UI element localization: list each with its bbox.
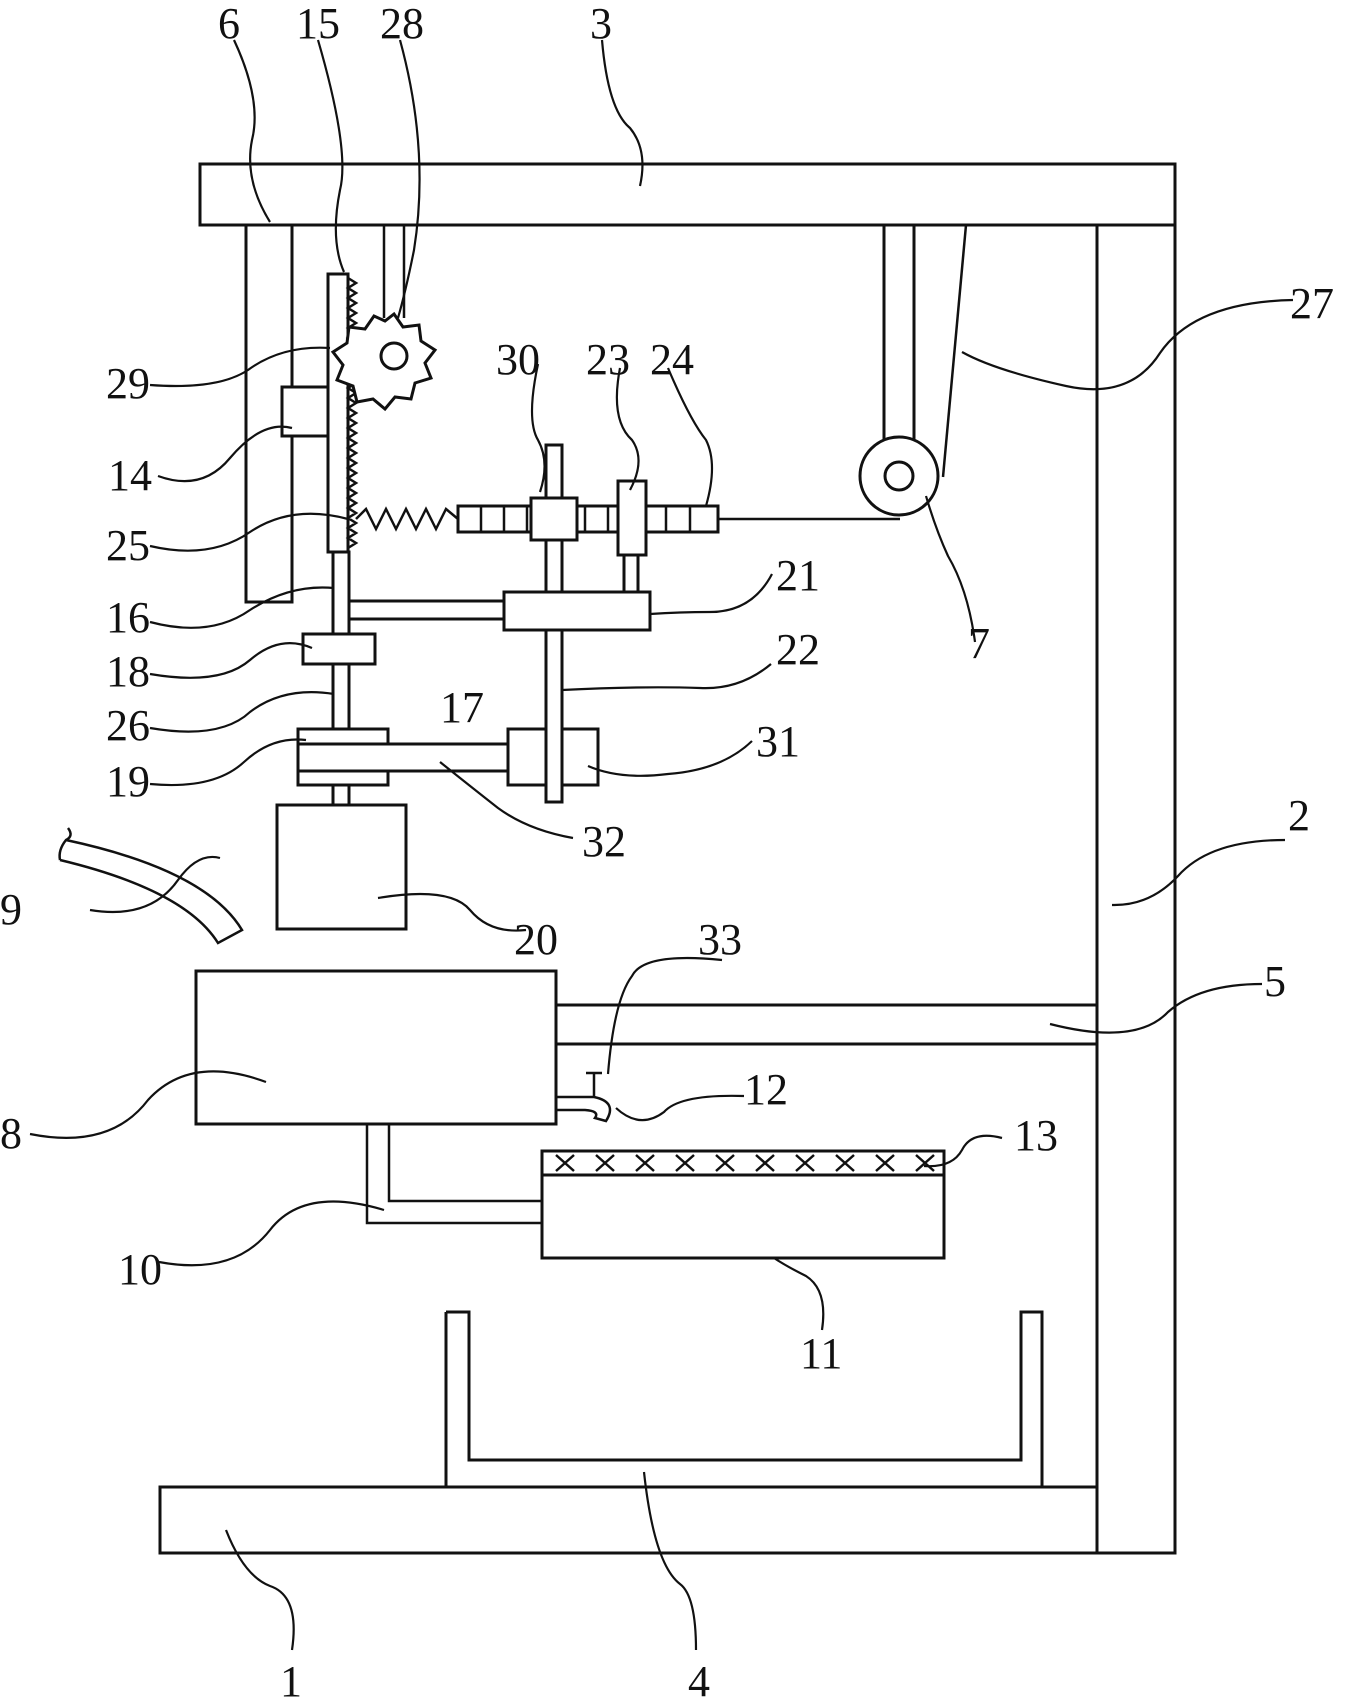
label-27: 27: [1290, 279, 1334, 328]
horizontal-rack: [456, 504, 720, 534]
shaft-collar: [529, 496, 579, 542]
label-29: 29: [106, 359, 150, 408]
label-14: 14: [108, 451, 152, 500]
label-30: 30: [496, 335, 540, 384]
rack-segments: [479, 506, 692, 532]
label-3: 3: [590, 0, 612, 48]
leader-lines: [29, 39, 1294, 1651]
horizontal-link: [347, 599, 506, 621]
label-17: 17: [440, 683, 484, 732]
motor: [275, 803, 408, 931]
label-12: 12: [744, 1065, 788, 1114]
top-beam: [198, 162, 1177, 227]
label-2: 2: [1288, 791, 1310, 840]
label-33: 33: [698, 915, 742, 964]
rack-teeth: [345, 276, 359, 550]
connecting-pipe: [365, 1124, 542, 1225]
sliding-sleeve: [502, 590, 652, 632]
label-10: 10: [118, 1245, 162, 1294]
spring: [355, 506, 459, 532]
label-7: 7: [968, 619, 990, 668]
label-15: 15: [296, 0, 340, 48]
gear-hub: [379, 341, 409, 371]
bearing-block: [301, 632, 377, 666]
label-25: 25: [106, 521, 150, 570]
label-18: 18: [106, 647, 150, 696]
label-26: 26: [106, 701, 150, 750]
mesh-crosses: [555, 1154, 935, 1172]
pulley-bracket: [882, 223, 916, 479]
label-31: 31: [756, 717, 800, 766]
label-21: 21: [776, 551, 820, 600]
label-23: 23: [586, 335, 630, 384]
outlet-nozzle: [556, 1095, 612, 1123]
motor-shaft: [331, 783, 351, 807]
label-28: 28: [380, 0, 424, 48]
label-9: 9: [0, 885, 22, 934]
container-box: [194, 969, 558, 1126]
label-4: 4: [688, 1657, 710, 1706]
base-plate: [158, 1485, 1099, 1555]
feed-hose: [59, 838, 244, 945]
pulley-axle: [883, 460, 915, 492]
label-5: 5: [1264, 957, 1286, 1006]
label-16: 16: [106, 593, 150, 642]
label-11: 11: [800, 1329, 842, 1378]
label-8: 8: [0, 1109, 22, 1158]
label-22: 22: [776, 625, 820, 674]
rack-bar: [326, 272, 350, 554]
label-6: 6: [218, 0, 240, 48]
label-20: 20: [514, 915, 558, 964]
slider-block: [280, 385, 330, 438]
part-labels: 6 15 28 3 27 29 30 23 24 14 25 21 16 18 …: [0, 0, 1334, 1706]
bracket-strut: [941, 224, 968, 478]
connecting-pipe-inner: [387, 1124, 542, 1203]
support-arm: [554, 1003, 1099, 1046]
label-13: 13: [1014, 1111, 1058, 1160]
label-19: 19: [106, 757, 150, 806]
label-32: 32: [582, 817, 626, 866]
collection-tray: [444, 1310, 1044, 1489]
connector-rod: [622, 551, 640, 594]
feed-hose-end: [58, 827, 72, 861]
rack-slider: [616, 479, 648, 557]
valve-handle: [586, 1071, 602, 1097]
label-1: 1: [280, 1657, 302, 1706]
label-24: 24: [650, 335, 694, 384]
